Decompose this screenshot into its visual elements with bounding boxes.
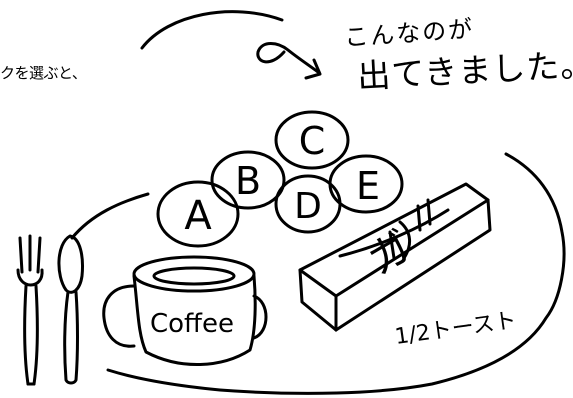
option-letter-b: B bbox=[235, 159, 261, 203]
option-bubble-a bbox=[156, 180, 240, 248]
caption-left: クを選ぶと、 bbox=[0, 64, 87, 82]
plate-outline bbox=[70, 192, 150, 240]
coffee-mug bbox=[102, 255, 268, 367]
option-letter-d: D bbox=[294, 186, 322, 227]
option-bubble-c bbox=[274, 110, 350, 170]
option-bubble-b bbox=[210, 150, 286, 210]
mug-label: Coffee bbox=[150, 309, 234, 339]
option-letter-a: A bbox=[184, 193, 212, 239]
half-toast bbox=[298, 182, 492, 332]
fork-icon bbox=[16, 234, 44, 386]
plate-outline-right bbox=[106, 152, 566, 395]
toast-label: 1/2トースト bbox=[393, 308, 518, 350]
spoon-icon bbox=[57, 234, 84, 385]
option-letter-e: E bbox=[356, 164, 380, 208]
curved-arrow-icon bbox=[140, 10, 322, 80]
option-letter-c: C bbox=[299, 119, 326, 163]
option-bubble-d bbox=[274, 174, 342, 234]
